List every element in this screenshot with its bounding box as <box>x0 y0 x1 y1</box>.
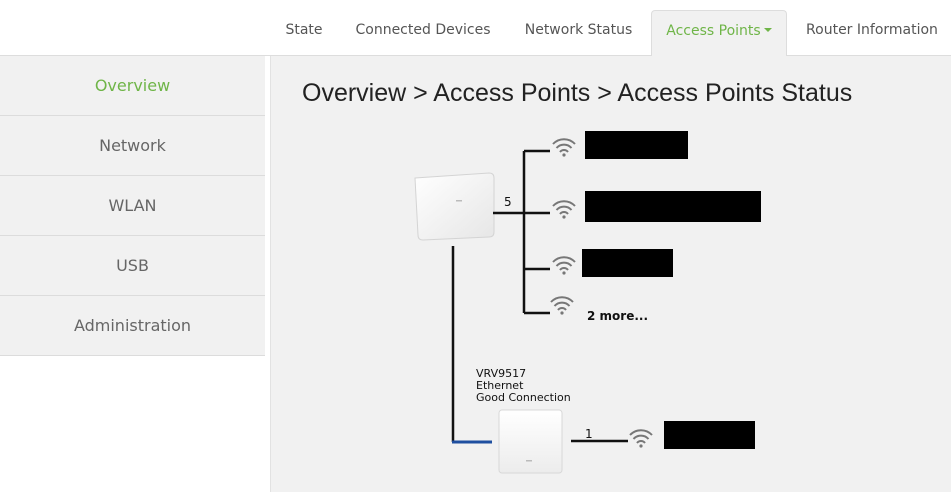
more-clients-link[interactable]: 2 more... <box>587 309 649 323</box>
tab-network-status[interactable]: Network Status <box>510 10 647 56</box>
sidebar-item-label: WLAN <box>108 196 157 215</box>
sidebar-item-label: Administration <box>73 316 192 335</box>
sidebar-item-usb[interactable]: USB <box>0 236 265 296</box>
breadcrumb: Overview > Access Points > Access Points… <box>302 79 853 107</box>
extender-client-count: 1 <box>585 427 593 441</box>
client-name-redacted <box>585 131 688 159</box>
extender-connection-type: Ethernet <box>476 379 524 392</box>
tab-connected-devices-label: Connected Devices <box>355 22 491 38</box>
router-tree-lines <box>493 149 550 315</box>
wifi-icon <box>552 256 576 276</box>
chevron-down-icon <box>763 28 772 32</box>
topology-diagram <box>414 138 653 474</box>
extender-connection-quality: Good Connection <box>476 391 571 404</box>
client-name-redacted <box>664 421 755 449</box>
wifi-icon <box>550 296 574 316</box>
tab-router-information-label: Router Information <box>806 22 938 38</box>
wifi-icon <box>629 429 653 449</box>
wifi-icon <box>552 138 576 158</box>
sidebar-item-label: Overview <box>94 76 171 95</box>
extender-model: VRV9517 <box>476 367 527 380</box>
client-name-redacted <box>585 191 761 222</box>
sidebar-item-wlan[interactable]: WLAN <box>0 176 265 236</box>
tab-network-status-label: Network Status <box>524 22 633 38</box>
top-nav: State Connected Devices Network Status A… <box>0 0 951 57</box>
tab-state[interactable]: State <box>270 10 338 56</box>
tab-access-points-label: Access Points <box>666 23 761 39</box>
sidebar-item-overview[interactable]: Overview <box>0 56 265 116</box>
extender-device[interactable] <box>498 409 563 474</box>
tab-state-label: State <box>285 22 323 38</box>
sidebar: Overview Network WLAN USB Administration <box>0 56 265 356</box>
sidebar-item-network[interactable]: Network <box>0 116 265 176</box>
sidebar-item-label: Network <box>99 136 166 155</box>
router-device[interactable] <box>414 172 495 241</box>
tab-connected-devices[interactable]: Connected Devices <box>343 10 503 56</box>
router-client-count: 5 <box>504 195 512 209</box>
tab-router-information[interactable]: Router Information <box>793 10 951 56</box>
sidebar-item-label: USB <box>116 256 149 275</box>
sidebar-item-administration[interactable]: Administration <box>0 296 265 356</box>
tab-access-points[interactable]: Access Points <box>651 10 787 57</box>
main-panel: Overview > Access Points > Access Points… <box>270 56 951 492</box>
wifi-icon <box>552 200 576 220</box>
client-name-redacted <box>582 249 673 277</box>
